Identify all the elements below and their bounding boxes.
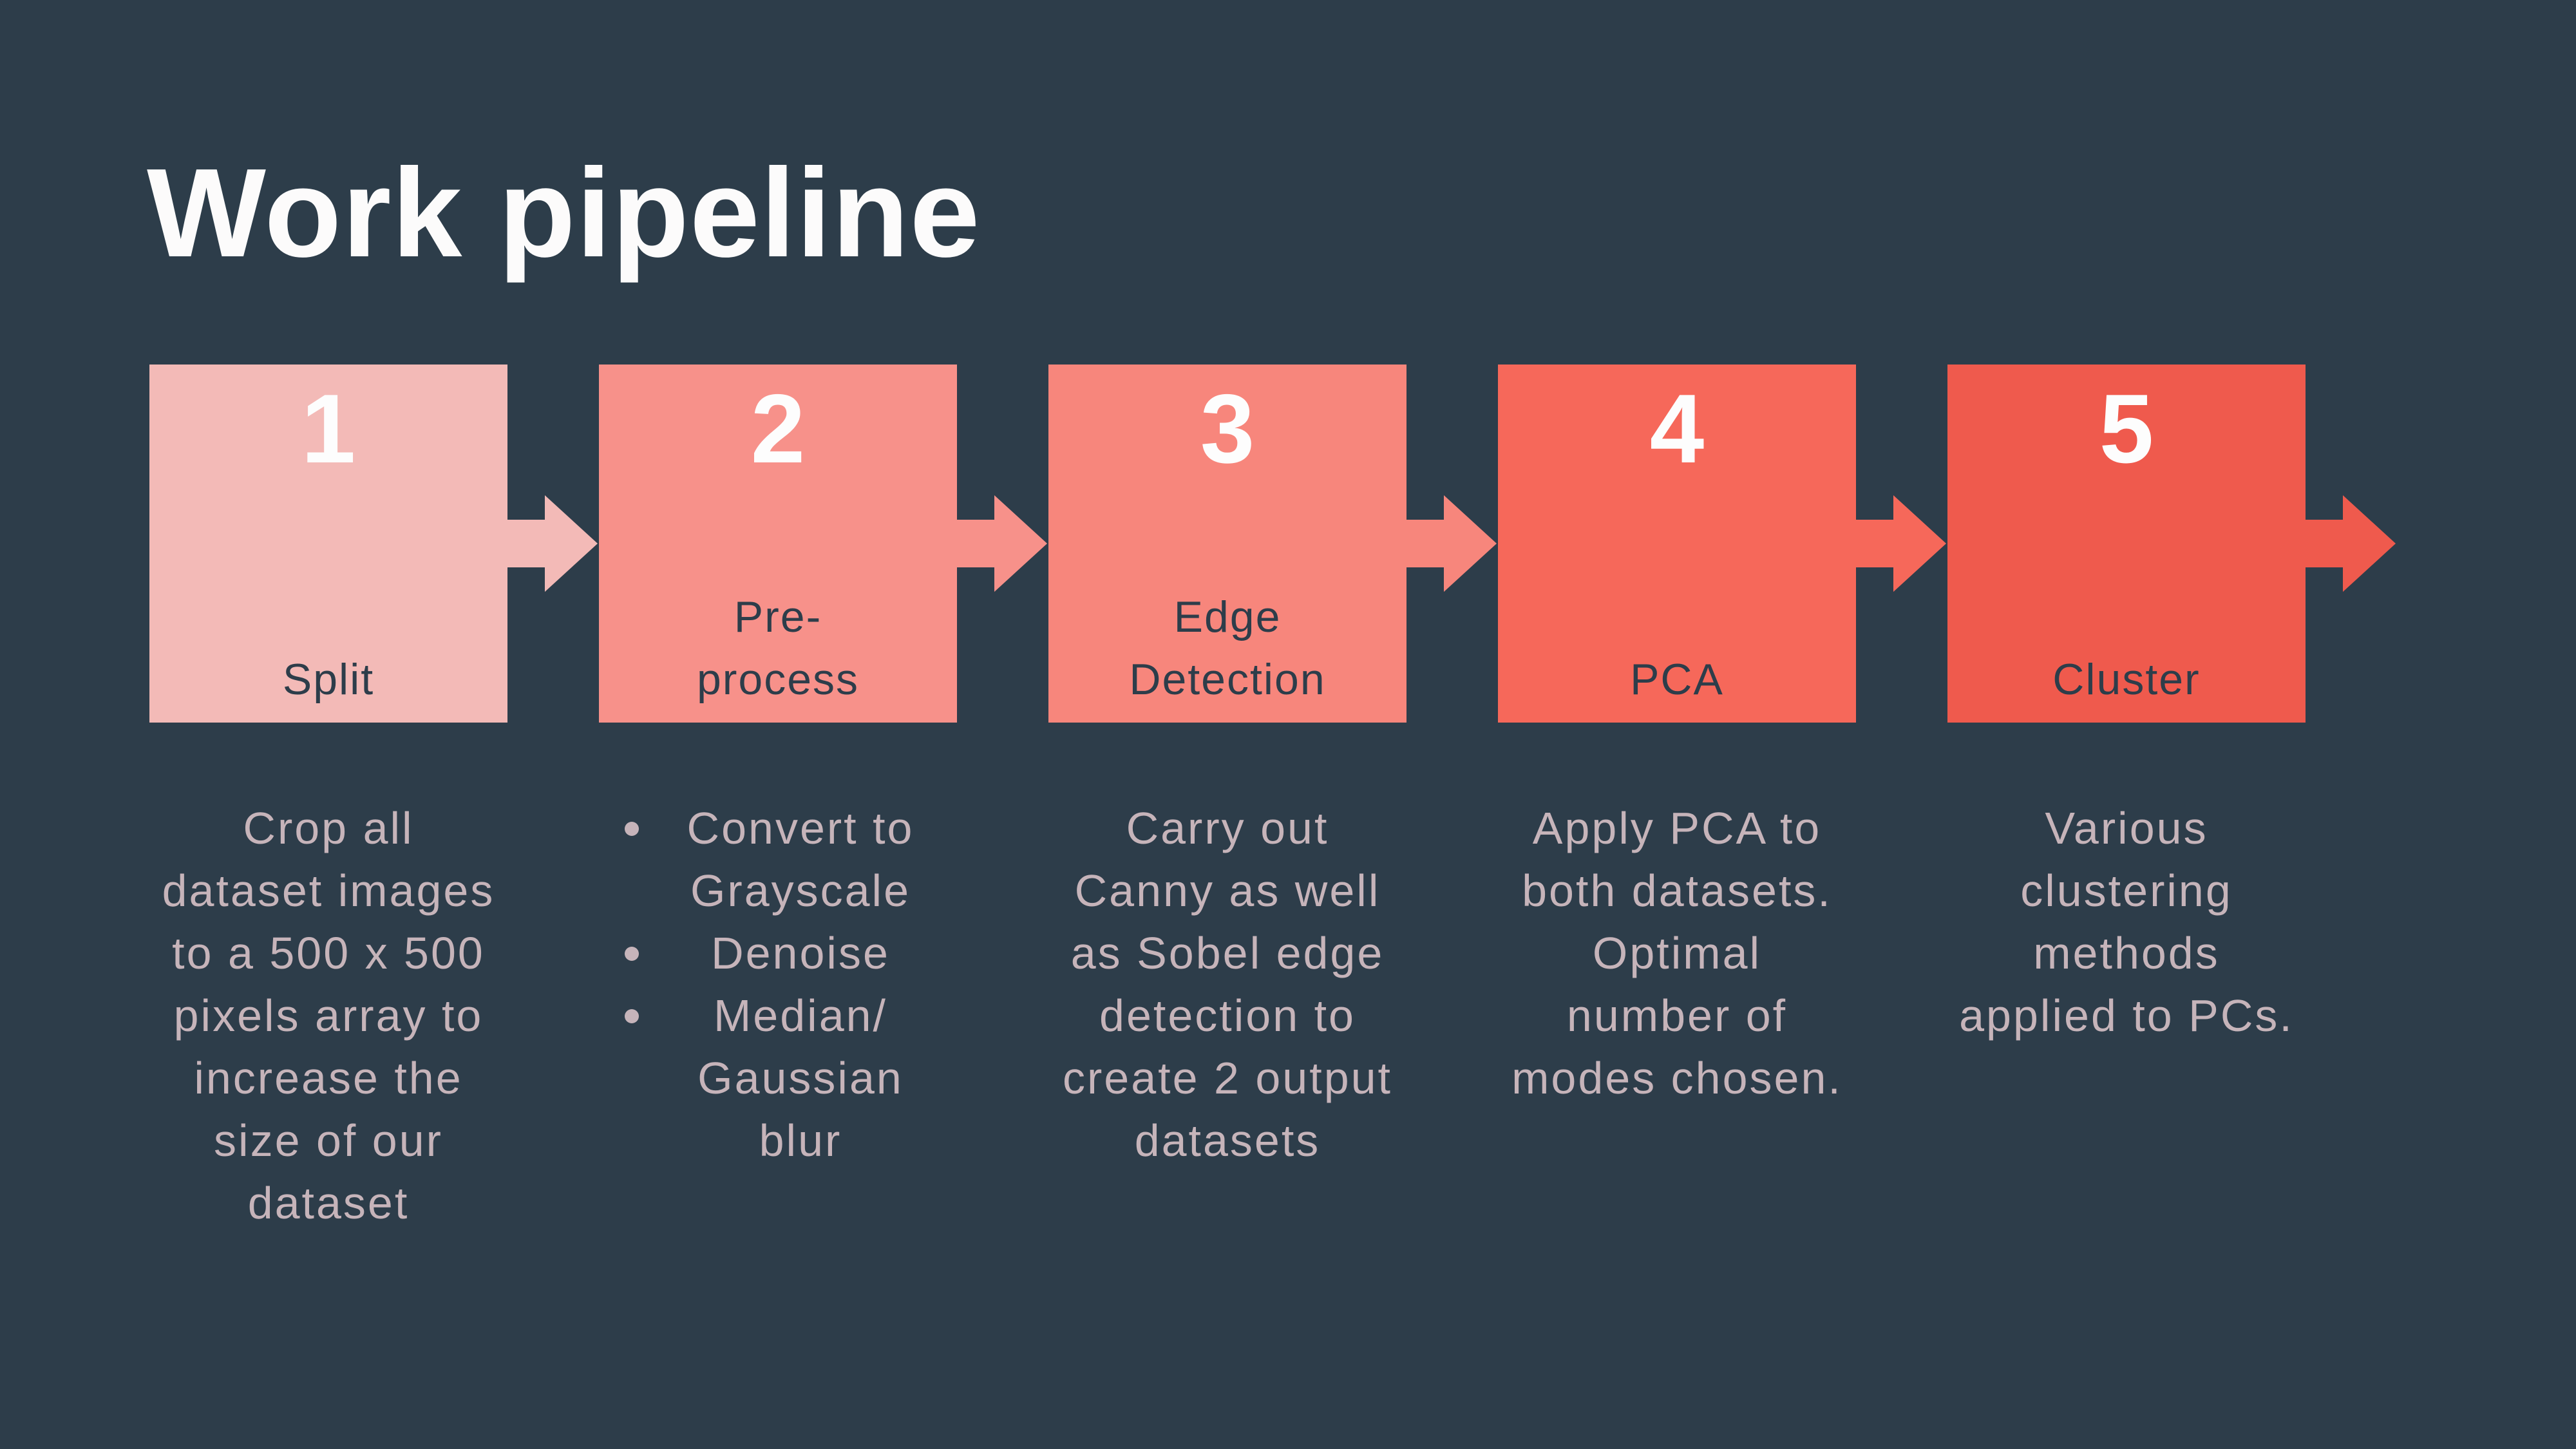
step-label: PCA: [1630, 655, 1724, 704]
arrow-stem: [1856, 520, 1895, 567]
arrow-head: [1893, 495, 1946, 592]
arrow-stem: [957, 520, 996, 567]
step-label: Pre-process: [696, 592, 860, 704]
bullet-list-item: Denoise: [553, 922, 1003, 985]
arrow-head: [1444, 495, 1497, 592]
step-number: 2: [750, 374, 806, 484]
step-number: 4: [1649, 374, 1705, 484]
page-title: Work pipeline: [147, 142, 981, 283]
bullet-icon: [625, 947, 639, 961]
arrow-right-icon: [1856, 365, 1946, 723]
arrow-head: [2343, 495, 2396, 592]
arrow-stem: [1406, 520, 1445, 567]
arrow-right-icon: [2306, 365, 2396, 723]
step-number: 5: [2099, 374, 2154, 484]
arrow-stem: [2306, 520, 2344, 567]
step-label: Split: [282, 655, 375, 704]
bullet-icon: [625, 1009, 639, 1023]
arrow-stem: [507, 520, 546, 567]
arrow-head: [994, 495, 1047, 592]
step-number: 3: [1200, 374, 1255, 484]
step-label: Cluster: [2052, 655, 2201, 704]
step-number: 1: [301, 374, 356, 484]
arrow-right-icon: [1406, 365, 1497, 723]
arrow-head: [545, 495, 598, 592]
arrow-right-icon: [957, 365, 1047, 723]
bullet-item-text: Denoise: [711, 928, 890, 978]
arrow-right-icon: [507, 365, 598, 723]
bullet-icon: [625, 822, 639, 836]
